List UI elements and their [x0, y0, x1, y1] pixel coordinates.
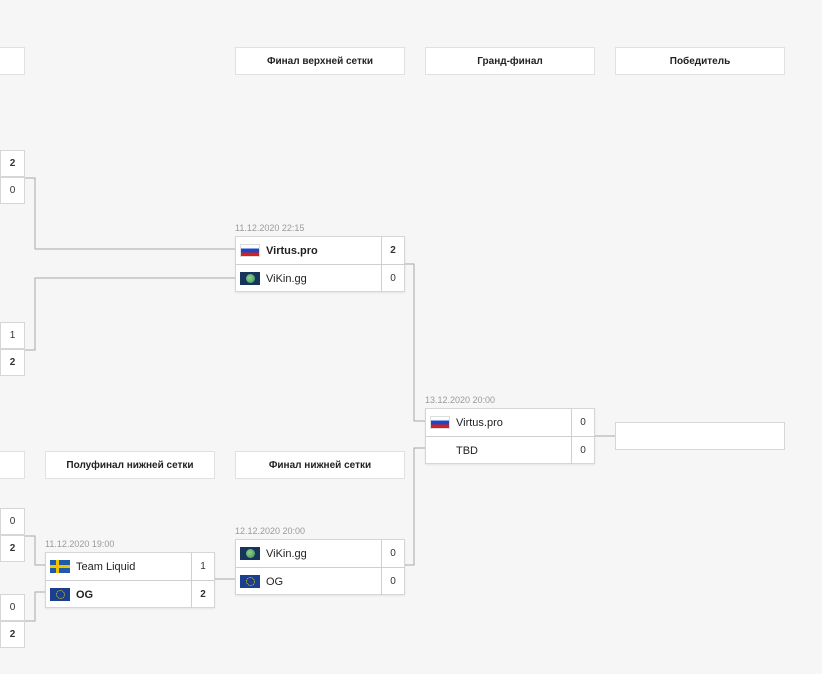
team-name: Virtus.pro [266, 244, 318, 257]
header-lower-final: Финал нижней сетки [235, 451, 405, 479]
russia-flag-icon [430, 416, 450, 429]
connector-lower-bottom [25, 591, 46, 622]
team-row[interactable]: ViKin.gg 0 [236, 264, 404, 292]
team-score: 2 [381, 237, 404, 264]
header-upper-final: Финал верхней сетки [235, 47, 405, 75]
match-upper-final[interactable]: Virtus.pro 2 ViKin.gg 0 [235, 236, 405, 292]
team-row[interactable]: Virtus.pro 0 [426, 409, 594, 436]
edge-score: 0 [0, 177, 25, 204]
team-name: OG [76, 588, 94, 601]
eu-flag-icon [240, 575, 260, 588]
header-lower-semifinal: Полуфинал нижней сетки [45, 451, 215, 479]
team-score: 1 [191, 553, 214, 580]
winner-slot [615, 422, 785, 450]
match-date: 11.12.2020 22:15 [235, 223, 305, 233]
team-row[interactable]: Team Liquid 1 [46, 553, 214, 580]
edge-score: 0 [0, 594, 25, 621]
russia-flag-icon [240, 244, 260, 257]
eu-flag-icon [50, 588, 70, 601]
match-date: 12.12.2020 20:00 [235, 526, 306, 536]
team-row[interactable]: OG 2 [46, 580, 214, 608]
empty-flag-icon [430, 444, 450, 457]
team-name: Virtus.pro [456, 416, 503, 429]
team-name: Team Liquid [76, 560, 136, 573]
team-name: ViKin.gg [266, 547, 307, 560]
team-name: ViKin.gg [266, 272, 307, 285]
team-row[interactable]: ViKin.gg 0 [236, 540, 404, 567]
team-name: OG [266, 575, 284, 588]
team-score: 0 [381, 540, 404, 567]
edge-score: 2 [0, 621, 25, 648]
team-score: 0 [571, 437, 594, 464]
edge-score: 1 [0, 322, 25, 349]
team-name: TBD [456, 444, 478, 457]
header-grand-final: Гранд-финал [425, 47, 595, 75]
connector-upper-top [25, 177, 236, 250]
connector-upper-bottom [25, 277, 236, 351]
match-grand-final[interactable]: Virtus.pro 0 TBD 0 [425, 408, 595, 464]
team-score: 0 [571, 409, 594, 436]
sweden-flag-icon [50, 560, 70, 573]
edge-score: 2 [0, 150, 25, 177]
previous-round-header-top [0, 47, 25, 75]
team-score: 0 [381, 265, 404, 292]
connector-lower-final-to-grand [405, 447, 426, 566]
team-row[interactable]: TBD 0 [426, 436, 594, 464]
match-date: 11.12.2020 19:00 [45, 539, 115, 549]
team-row[interactable]: OG 0 [236, 567, 404, 595]
match-lower-semifinal[interactable]: Team Liquid 1 OG 2 [45, 552, 215, 608]
match-lower-final[interactable]: ViKin.gg 0 OG 0 [235, 539, 405, 595]
connector-lower-top [25, 535, 46, 566]
team-row[interactable]: Virtus.pro 2 [236, 237, 404, 264]
header-winner: Победитель [615, 47, 785, 75]
world-flag-icon [240, 547, 260, 560]
previous-round-header-bottom [0, 451, 25, 479]
connector-upper-to-grand [405, 263, 426, 422]
match-date: 13.12.2020 20:00 [425, 395, 496, 405]
team-score: 0 [381, 568, 404, 595]
edge-score: 2 [0, 535, 25, 562]
team-score: 2 [191, 581, 214, 608]
edge-score: 2 [0, 349, 25, 376]
world-flag-icon [240, 272, 260, 285]
edge-score: 0 [0, 508, 25, 535]
